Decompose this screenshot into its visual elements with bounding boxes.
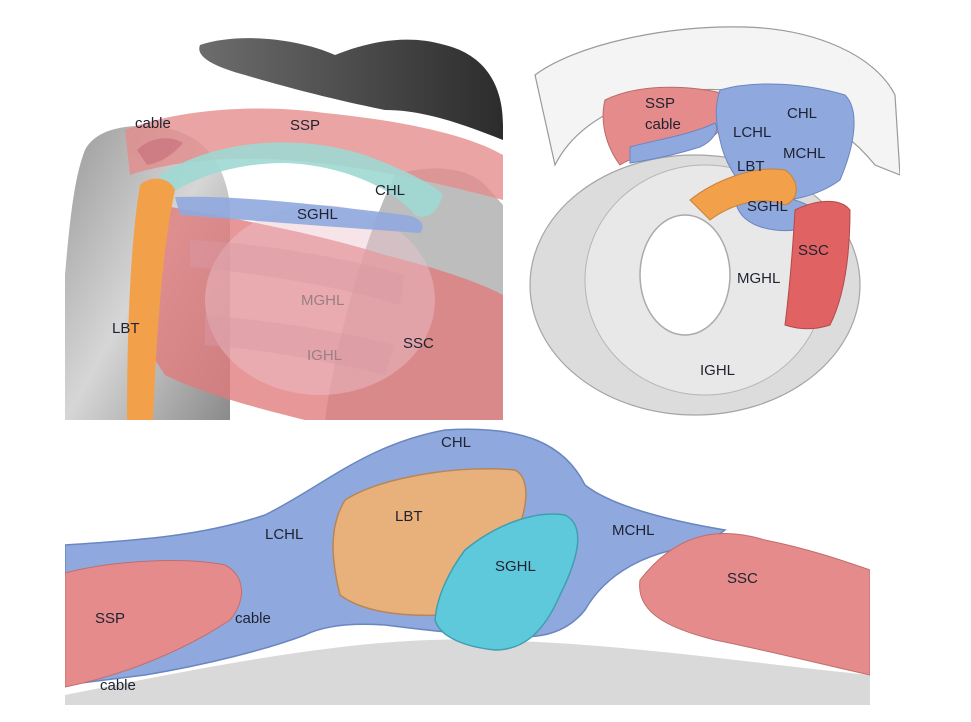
label-lchl: LCHL [265, 526, 303, 543]
glenoid-fossa-shape [639, 214, 731, 336]
glenoid-view-illustration: SSP cable CHL LCHL MCHL LBT SGHL SSC MGH… [529, 26, 900, 416]
label-ssp: SSP [645, 95, 675, 112]
label-lbt: LBT [395, 508, 423, 525]
cable-shape [629, 122, 718, 164]
label-cable: cable [135, 115, 171, 132]
label-chl: CHL [375, 182, 405, 199]
label-mghl: MGHL [737, 270, 780, 287]
anterior-shoulder-panel: cable SSP CHL SGHL LBT MGHL IGHL SSC [65, 15, 503, 420]
label-ssc: SSC [403, 335, 434, 352]
label-mchl: MCHL [783, 145, 826, 162]
humeral-head-shape [205, 205, 435, 395]
humeral-head-base-shape [65, 639, 870, 705]
label-chl: CHL [441, 434, 471, 451]
label-ssp: SSP [95, 610, 125, 627]
label-chl: CHL [787, 105, 817, 122]
label-ssp: SSP [290, 117, 320, 134]
rotator-interval-section-illustration: CHL LBT LCHL MCHL SGHL SSC SSP cable cab… [65, 425, 870, 705]
glenoid-view-panel: SSP cable CHL LCHL MCHL LBT SGHL SSC MGH… [515, 15, 900, 420]
label-cable-upper: cable [235, 610, 271, 627]
ighl-ligament-shape [205, 315, 395, 375]
sghl-ligament-shape [434, 513, 579, 651]
label-ighl: IGHL [700, 362, 735, 379]
label-sghl: SGHL [495, 558, 536, 575]
label-mghl: MGHL [301, 292, 344, 309]
label-lbt: LBT [737, 158, 765, 175]
ssc-tendon-shape [639, 533, 870, 676]
label-ssc: SSC [798, 242, 829, 259]
label-ighl: IGHL [307, 347, 342, 364]
label-lbt: LBT [112, 320, 140, 337]
label-mchl: MCHL [612, 522, 655, 539]
clavicle-shape [199, 38, 503, 140]
ssp-tendon-shape [65, 560, 242, 688]
sghl-ligament-shape [175, 196, 423, 233]
label-cable-lower: cable [100, 677, 136, 694]
label-ssc: SSC [727, 570, 758, 587]
rotator-interval-section-panel: CHL LBT LCHL MCHL SGHL SSC SSP cable cab… [65, 425, 870, 705]
label-sghl: SGHL [297, 206, 338, 223]
ssc-tendon-shape [784, 200, 851, 330]
lbt-tendon-shape [127, 178, 175, 420]
chl-ligament-shape [160, 142, 443, 217]
label-lchl: LCHL [733, 124, 771, 141]
mghl-ligament-shape [190, 240, 405, 305]
label-cable: cable [645, 116, 681, 133]
lbt-tendon-shape [689, 168, 797, 221]
cable-shape [137, 138, 183, 165]
label-sghl: SGHL [747, 198, 788, 215]
anterior-shoulder-illustration: cable SSP CHL SGHL LBT MGHL IGHL SSC [65, 38, 503, 420]
ssc-muscle-shape [145, 205, 503, 420]
